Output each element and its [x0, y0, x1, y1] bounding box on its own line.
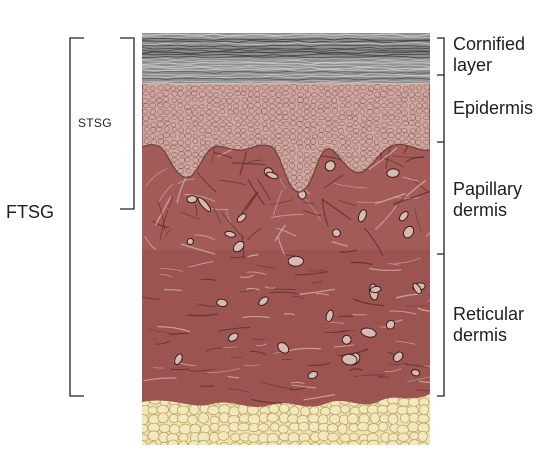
reticular-label-line2: dermis: [453, 325, 508, 346]
ftsg-bracket: [69, 37, 84, 397]
papillary-label-line2: dermis: [453, 200, 508, 221]
reticular-label-line1: Reticular: [453, 304, 525, 324]
cornified-label-line1: Cornified: [453, 34, 526, 54]
cornified-streaks: [142, 33, 430, 85]
cornified-layer-label: Cornified layer: [453, 34, 525, 76]
stsg-label: STSG: [78, 116, 112, 130]
right-layer-brackets: [437, 37, 445, 397]
ftsg-label: FTSG: [6, 202, 54, 222]
epidermis-label: Epidermis: [453, 98, 534, 118]
cornified-label-line2: layer: [453, 55, 493, 76]
stsg-bracket: [120, 37, 135, 210]
papillary-label-line1: Papillary: [453, 179, 523, 199]
dermis-vessels: [174, 160, 426, 380]
reticular-dermis-label: Reticular dermis: [453, 304, 524, 346]
papillary-dermis-label: Papillary dermis: [453, 179, 522, 221]
